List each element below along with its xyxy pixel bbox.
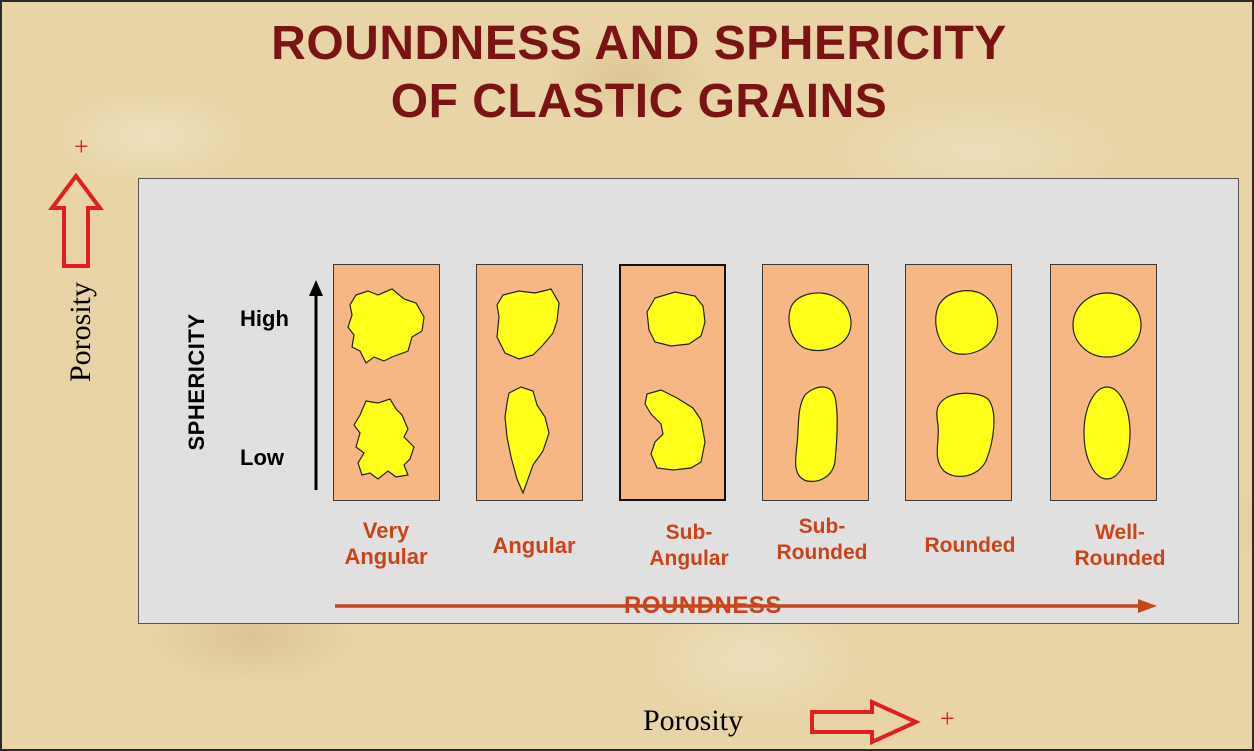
porosity-bottom-plus: + (940, 704, 955, 734)
